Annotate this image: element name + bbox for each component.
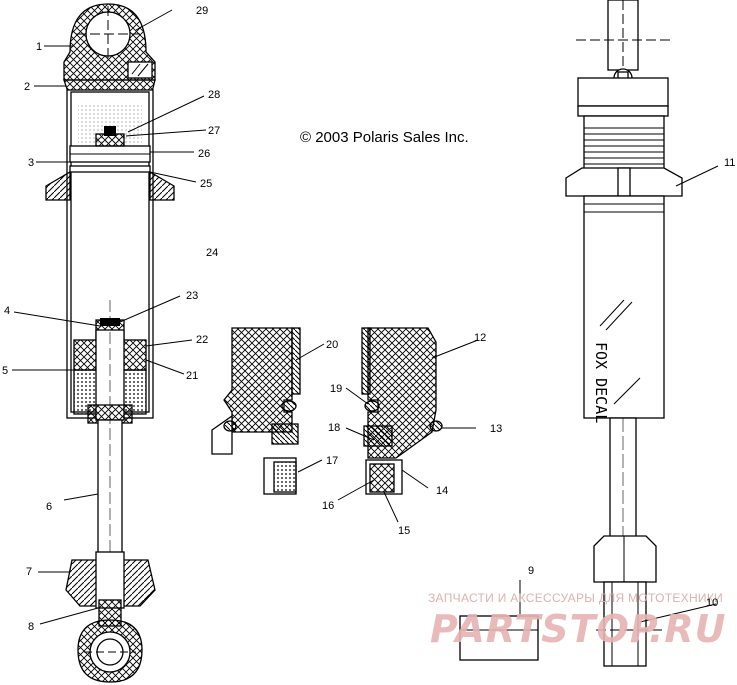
spring-collar	[45, 165, 175, 201]
callout-22: 22	[196, 334, 208, 346]
left-shock-section	[45, 3, 175, 683]
callout-17: 17	[326, 455, 338, 467]
top-eyelet	[63, 3, 156, 81]
copyright-text: © 2003 Polaris Sales Inc.	[300, 129, 469, 146]
callout-18: 18	[328, 422, 340, 434]
callout-7: 7	[26, 566, 32, 578]
body-threads	[584, 127, 664, 165]
callout-3: 3	[28, 157, 34, 169]
decal-part	[459, 580, 539, 661]
callout-1: 1	[36, 41, 42, 53]
callout-12: 12	[474, 332, 486, 344]
ifp-piston	[69, 126, 151, 163]
right-leaders	[639, 165, 719, 623]
callout-19: 19	[330, 383, 342, 395]
watermark-brand: PARTSTOP.RU	[430, 607, 726, 651]
watermark-top-line: ЗАПЧАСТИ И АКСЕССУАРЫ ДЛЯ МОТОТЕХНИКИ	[428, 591, 723, 605]
callout-16: 16	[322, 500, 334, 512]
right-shock-assembled	[565, 0, 683, 667]
callout-10: 10	[706, 597, 718, 609]
callout-29: 29	[196, 5, 208, 17]
callout-8: 8	[28, 621, 34, 633]
seal-head-detail	[211, 327, 443, 495]
callout-5: 5	[2, 365, 8, 377]
callout-26: 26	[198, 148, 210, 160]
callout-20: 20	[326, 339, 338, 351]
callout-9: 9	[528, 565, 534, 577]
decal-label: FOX DECAL	[592, 342, 610, 423]
left-leaders	[12, 9, 207, 625]
callout-14: 14	[436, 485, 448, 497]
callout-4: 4	[4, 305, 10, 317]
callout-28: 28	[208, 89, 220, 101]
callout-2: 2	[24, 81, 30, 93]
callout-11: 11	[724, 157, 735, 169]
center-leaders	[295, 339, 479, 523]
callout-13: 13	[490, 423, 502, 435]
callout-24: 24	[206, 247, 218, 259]
callout-numbers: 29 1 2 28 27 26 3 25 24 23 4 22 5 21 6 7…	[2, 5, 735, 633]
callout-6: 6	[46, 501, 52, 513]
watermark: ЗАПЧАСТИ И АКСЕССУАРЫ ДЛЯ МОТОТЕХНИКИ PA…	[428, 591, 726, 651]
callout-23: 23	[186, 290, 198, 302]
callout-21: 21	[186, 370, 198, 382]
callout-15: 15	[398, 525, 410, 537]
callout-25: 25	[200, 178, 212, 190]
callout-27: 27	[208, 125, 220, 137]
